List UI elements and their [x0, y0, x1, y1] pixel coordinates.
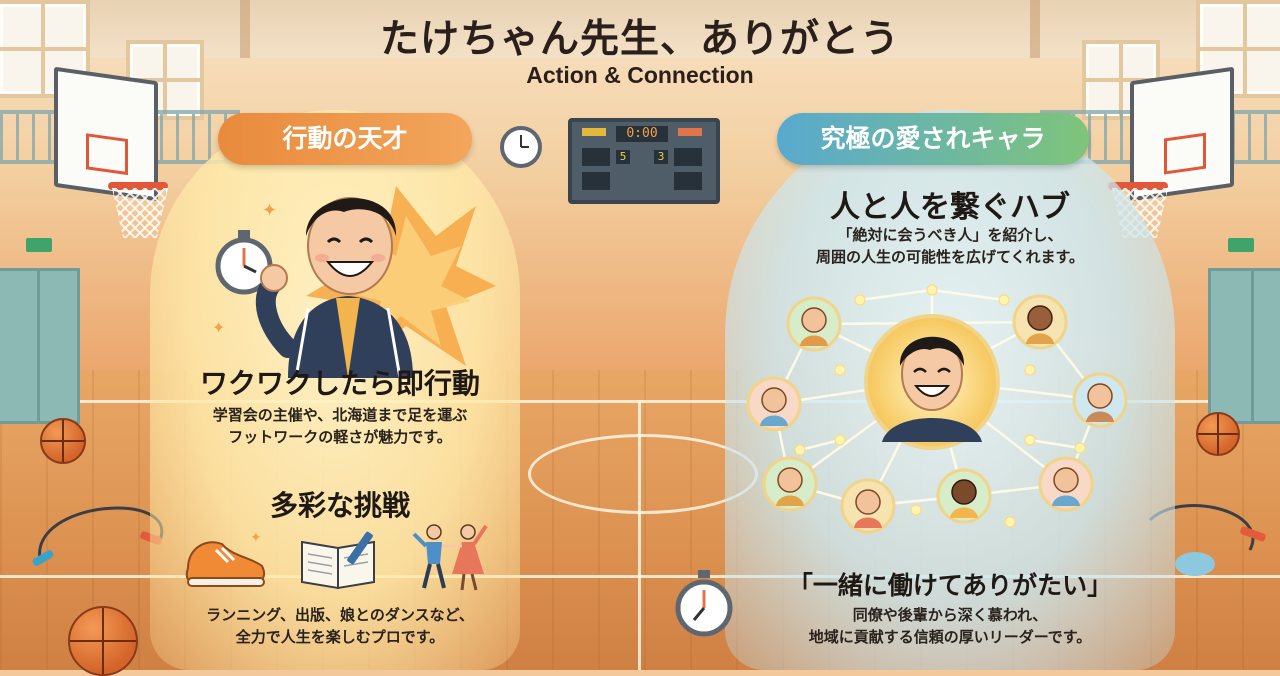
gym-door [1208, 268, 1280, 424]
ceiling-beam [1030, 0, 1040, 58]
left-body2-line2: 全力で人生を楽しむプロです。 [235, 628, 445, 646]
right-body-line1: 「絶対に会うべき人」を紹介し、 [837, 226, 1063, 244]
court-line [0, 575, 1280, 578]
running-shoe-icon [185, 541, 266, 587]
sparkle-icon: ✦ [262, 200, 278, 221]
scoreboard-time: 0:00 [616, 126, 668, 142]
page-title: たけちゃん先生、ありがとう [379, 17, 900, 62]
left-body-line2: フットワークの軽さが魅力です。 [228, 428, 452, 446]
scoreboard: 0:00 5 3 [568, 118, 720, 204]
window [1196, 0, 1280, 98]
action-badge: 行動の天才 [218, 113, 472, 165]
sparkle-icon: ✦ [212, 318, 226, 337]
stopwatch-icon [675, 570, 733, 637]
exit-sign-icon [1228, 238, 1254, 252]
right-heading: 人と人を繋ぐハブ [830, 190, 1070, 225]
left-heading: ワクワクしたら即行動 [199, 367, 480, 400]
book-pen-icon [301, 531, 375, 590]
right-quote: 「一緒に働けてありがたい」 [787, 571, 1113, 600]
basketball-rim [1108, 182, 1168, 190]
left-heading2: 多彩な挑戦 [269, 489, 410, 522]
gym-ceiling [0, 0, 1280, 58]
court-line [638, 400, 641, 670]
right-body-line2: 周囲の人生の可能性を広げてくれます。 [815, 248, 1085, 266]
teacher-character-illustration [255, 197, 413, 378]
sparkle-icon: ✦ [250, 530, 262, 546]
gym-door [0, 268, 80, 424]
left-body-line1: 学習会の主催や、北海道まで足を運ぶ [212, 406, 468, 424]
connection-network-diagram [746, 284, 1128, 534]
scoreboard-right-score: 3 [654, 150, 668, 164]
basketball-icon [68, 606, 138, 676]
wall-clock-icon [500, 126, 542, 168]
left-body2-line1: ランニング、出版、娘とのダンスなど、 [206, 606, 474, 624]
right-quote-line1: 同僚や後輩から深く慕われ、 [852, 606, 1048, 624]
basketball-icon [1196, 412, 1240, 456]
center-circle [528, 434, 758, 514]
scoreboard-left-score: 5 [616, 150, 630, 164]
exit-sign-icon [26, 238, 52, 252]
beloved-badge: 究極の愛されキャラ [777, 113, 1089, 165]
basketball-icon [40, 418, 86, 464]
basketball-rim [108, 182, 168, 190]
page-subtitle: Action & Connection [526, 62, 754, 88]
ceiling-beam [240, 0, 250, 58]
right-quote-line2: 地域に貢献する信頼の厚いリーダーです。 [808, 628, 1092, 646]
dancing-couple-icon [412, 524, 488, 591]
